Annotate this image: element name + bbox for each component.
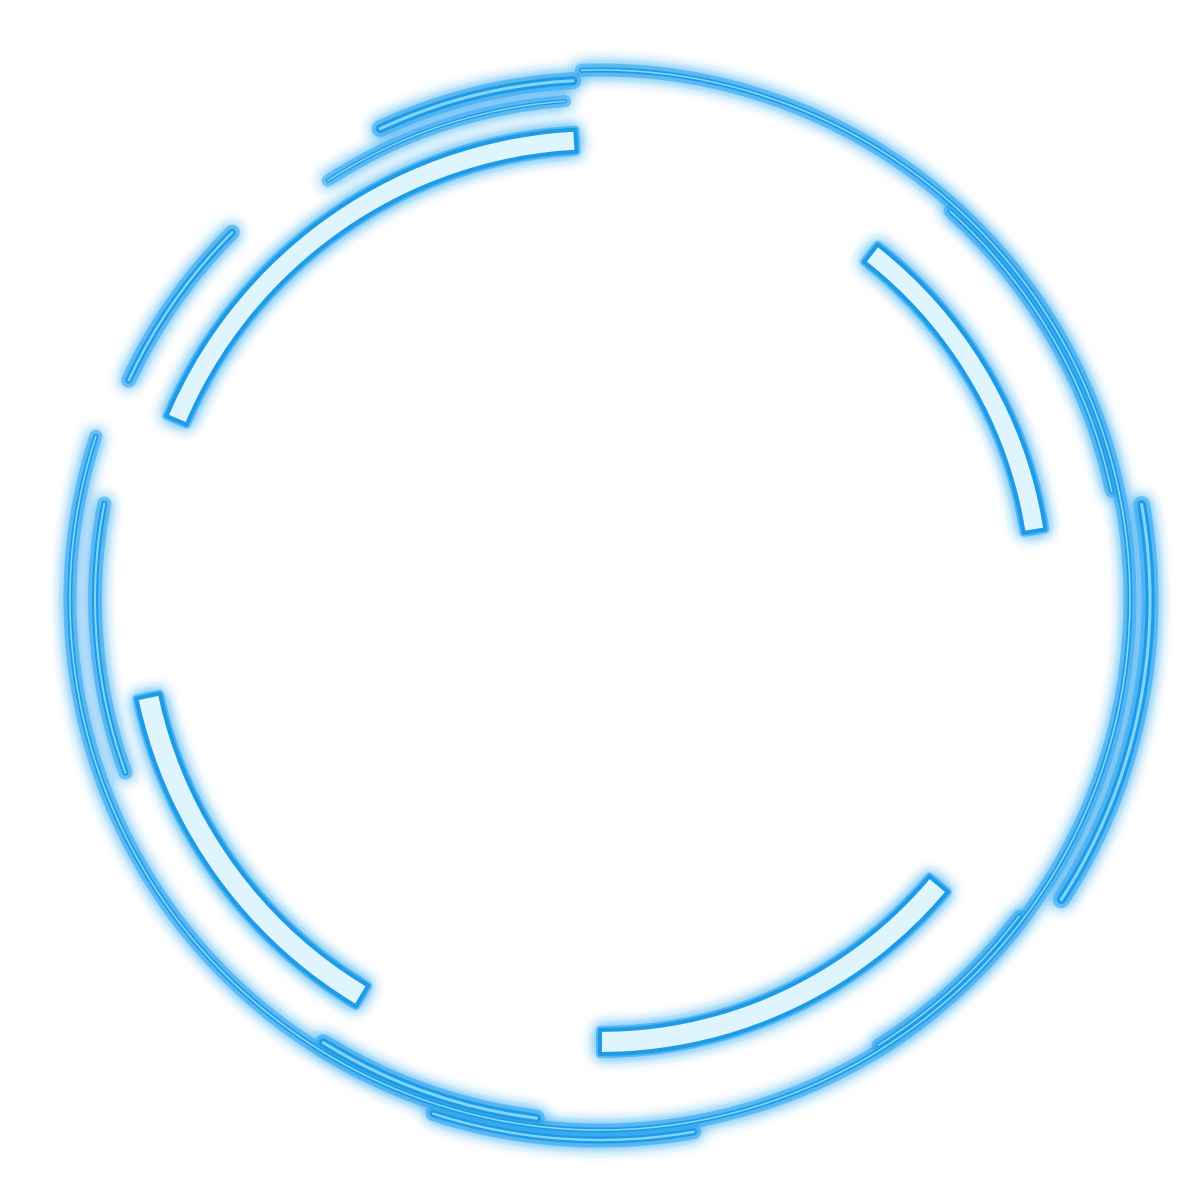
thin-arc-highlight-5 — [1059, 503, 1152, 902]
thin-arc-highlight-4 — [127, 231, 234, 382]
thin-arc-highlight-3 — [326, 100, 566, 182]
arcs-layer — [67, 67, 1155, 1144]
thin-arc-highlight-10 — [94, 502, 127, 774]
band-glow-1 — [162, 125, 581, 429]
thin-arc-highlight-1 — [69, 69, 1131, 1131]
thin-arc-highlight-9 — [431, 1112, 695, 1142]
thick-band-3 — [598, 874, 950, 1056]
thick-band-4 — [134, 691, 371, 1009]
thin-arc-highlight-2 — [378, 79, 575, 131]
thin-arc-highlight-6 — [949, 210, 1113, 493]
thin-arc-highlight-7 — [877, 915, 1021, 1047]
thick-band-1 — [164, 127, 579, 427]
thin-arc-highlight-8 — [321, 1041, 538, 1120]
thick-band-2 — [862, 242, 1048, 535]
